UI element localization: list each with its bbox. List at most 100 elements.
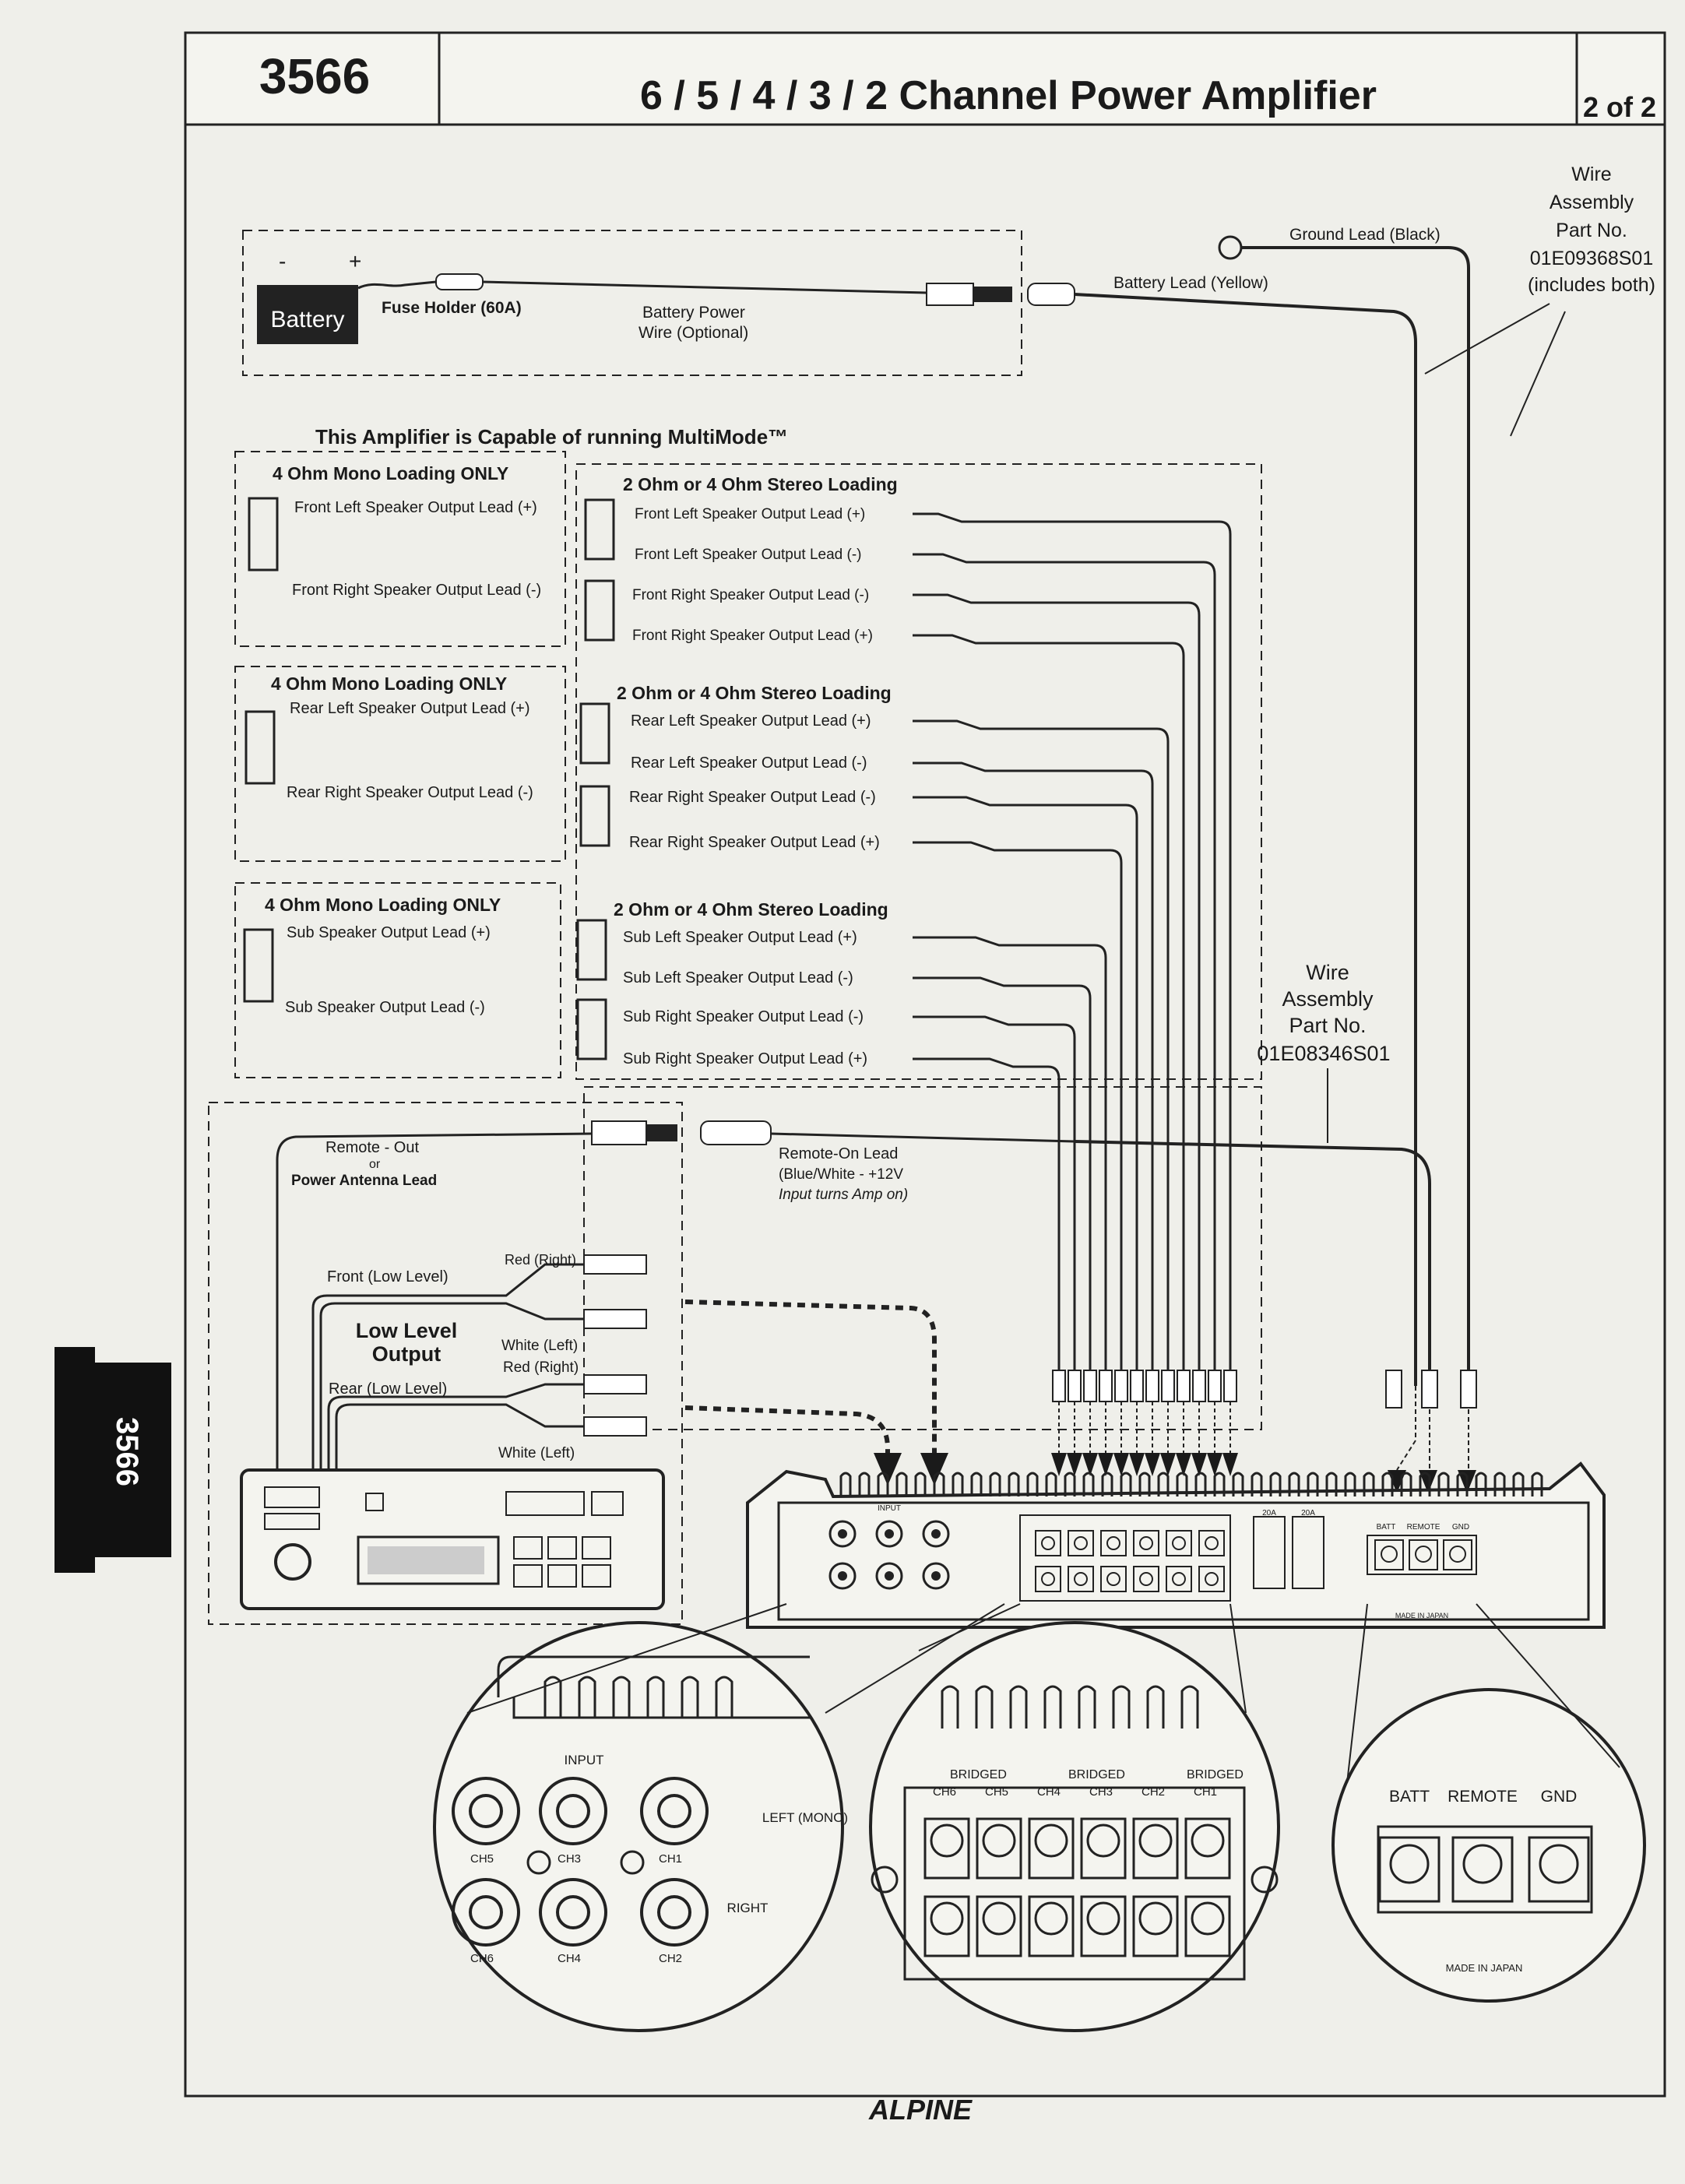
stereo-rear-lead-4: Rear Right Speaker Output Lead (+) — [629, 834, 880, 851]
power-terminal-icon — [1451, 1836, 1514, 1903]
terminal-screw-icon — [1086, 1824, 1120, 1858]
channel-label: CH5 — [985, 1785, 1008, 1799]
heatsink-fin — [858, 1472, 871, 1496]
heatsink-fin — [1269, 1472, 1282, 1496]
head-unit-illustration — [240, 1468, 665, 1610]
heatsink-fin — [1176, 1472, 1188, 1496]
wire-assembly-top-5: (includes both) — [1528, 274, 1655, 296]
heatsink-fin — [1082, 1472, 1095, 1496]
heatsink-fin — [1307, 1472, 1319, 1496]
terminal-screw-icon — [1389, 1844, 1430, 1884]
speaker-icon — [584, 579, 615, 642]
detail-batt-label: BATT — [1389, 1788, 1430, 1806]
power-terminal-icon — [1374, 1539, 1404, 1570]
heatsink-fin — [1400, 1472, 1412, 1496]
remote-out-line2: or — [369, 1158, 381, 1171]
power-terminal-icon — [1528, 1836, 1590, 1903]
rca-jack-icon — [828, 1562, 857, 1590]
rca-jack-icon — [452, 1878, 520, 1947]
speaker-terminal-icon — [923, 1895, 970, 1957]
fuse-icon — [1253, 1516, 1286, 1589]
mono-sub-lead-minus: Sub Speaker Output Lead (-) — [285, 999, 485, 1016]
rca-jack-center — [838, 1571, 847, 1581]
stereo-rear-lead-3: Rear Right Speaker Output Lead (-) — [629, 789, 876, 806]
head-unit-section: Remote - Out or Power Antenna Lead Remot… — [208, 1086, 1262, 1625]
speaker-terminal-icon — [976, 1895, 1022, 1957]
terminal-screw-icon — [982, 1901, 1016, 1936]
terminal-screw-icon — [1205, 1572, 1219, 1586]
heatsink-fin — [1157, 1472, 1170, 1496]
battery-label: Battery — [270, 307, 344, 332]
stereo-rear-lead-2: Rear Left Speaker Output Lead (-) — [631, 754, 867, 772]
stereo-sub-lead-2: Sub Left Speaker Output Lead (-) — [623, 969, 853, 986]
lead-connector-icon — [1145, 1370, 1159, 1402]
lead-connector-icon — [1223, 1370, 1237, 1402]
speaker-lead-wire — [913, 512, 1232, 1370]
arrow-icon — [1145, 1453, 1160, 1476]
wire-assembly-top-2: Assembly — [1550, 192, 1634, 213]
speaker-output-wires — [913, 512, 1238, 1476]
channel-label: CH3 — [558, 1852, 581, 1866]
speaker-terminal-icon — [1100, 1566, 1127, 1592]
lead-connector-icon — [1114, 1370, 1128, 1402]
terminal-screw-icon — [1415, 1546, 1432, 1563]
heatsink-fin — [1138, 1472, 1151, 1496]
speaker-terminal-icon — [1035, 1566, 1061, 1592]
heatsink-fin — [970, 1472, 983, 1496]
red-right-1: Red (Right) — [505, 1252, 576, 1268]
arrow-icon — [1051, 1453, 1067, 1476]
heatsink-fin — [1325, 1472, 1338, 1496]
arrow-icon — [1082, 1453, 1098, 1476]
terminal-screw-icon — [1381, 1546, 1398, 1563]
remote-out-line1: Remote - Out — [325, 1139, 419, 1156]
heatsink-fin — [1008, 1472, 1020, 1496]
speaker-lead-wire — [913, 593, 1201, 1370]
lead-connector-icon — [1083, 1370, 1097, 1402]
speaker-terminal-icon — [1028, 1817, 1075, 1880]
mono-rear-heading: 4 Ohm Mono Loading ONLY — [271, 673, 507, 694]
amp-fuse-a: 20A — [1262, 1509, 1276, 1518]
channel-label: CH2 — [659, 1952, 682, 1965]
remote-out-connector-icon — [591, 1120, 647, 1145]
page-number: 3566 — [259, 48, 370, 104]
heatsink-fin — [1194, 1472, 1207, 1496]
speaker-lead-wire — [913, 634, 1185, 1370]
mono-rear-lead-plus: Rear Left Speaker Output Lead (+) — [290, 700, 530, 717]
terminal-screw-icon — [930, 1901, 964, 1936]
lead-connector-icon — [1052, 1370, 1066, 1402]
amp-gnd-label: GND — [1452, 1523, 1469, 1532]
arrow-icon — [1222, 1453, 1238, 1476]
speaker-terminal-icon — [1132, 1895, 1179, 1957]
speaker-terminal-icon — [1080, 1895, 1127, 1957]
rca-jack-center — [885, 1529, 894, 1539]
amp-batt-label: BATT — [1377, 1523, 1396, 1532]
ground-lead-label: Ground Lead (Black) — [1289, 226, 1441, 244]
red-right-2: Red (Right) — [503, 1359, 579, 1376]
terminal-screw-icon — [1191, 1901, 1225, 1936]
heatsink-fin — [1512, 1472, 1525, 1496]
heatsink-fin — [933, 1472, 945, 1496]
heatsink-fin — [1437, 1472, 1450, 1496]
heatsink-fin — [1381, 1472, 1394, 1496]
rear-low-level-label: Rear (Low Level) — [329, 1380, 447, 1398]
speaker-lead-wire — [913, 796, 1138, 1370]
stereo-front-heading: 2 Ohm or 4 Ohm Stereo Loading — [623, 474, 898, 494]
heatsink-fin — [1009, 1685, 1028, 1729]
speaker-lead-wire — [913, 936, 1107, 1370]
mono-rear-lead-minus: Rear Right Speaker Output Lead (-) — [287, 784, 533, 801]
page-of: 2 of 2 — [1583, 91, 1656, 123]
remote-on-connector-icon — [700, 1120, 772, 1145]
speaker-lead-wire — [913, 553, 1216, 1370]
mono-sub-lead-plus: Sub Speaker Output Lead (+) — [287, 924, 491, 941]
speaker-terminal-icon — [1028, 1895, 1075, 1957]
arrow-icon — [1067, 1453, 1082, 1476]
speaker-terminal-icon — [1132, 1817, 1179, 1880]
rca-jack-icon — [828, 1520, 857, 1548]
heatsink-fin — [715, 1676, 733, 1718]
detail-input-label: INPUT — [565, 1753, 604, 1767]
terminal-screw-icon — [1205, 1536, 1219, 1550]
battery-icon — [257, 285, 358, 344]
terminal-screw-icon — [1074, 1536, 1088, 1550]
battery-connector-female-icon — [1027, 283, 1075, 306]
